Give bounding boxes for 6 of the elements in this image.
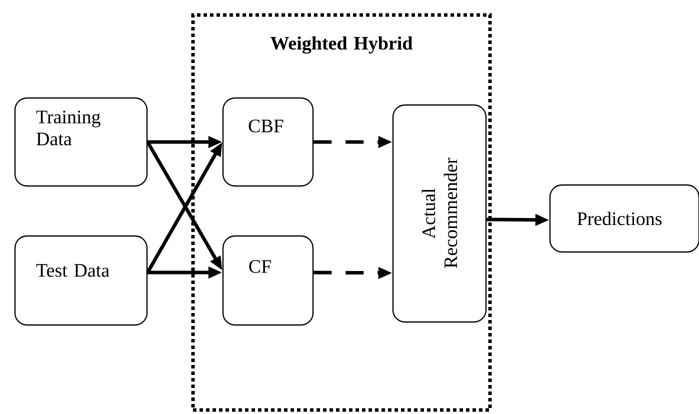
process-box: Predictions — [549, 184, 699, 253]
process-box: CF — [222, 235, 314, 326]
process-box: Training Data — [14, 97, 148, 187]
process-box: Test Data — [14, 235, 148, 326]
process-box: CBF — [222, 97, 314, 187]
process-box: Actual Recommender — [392, 104, 487, 323]
